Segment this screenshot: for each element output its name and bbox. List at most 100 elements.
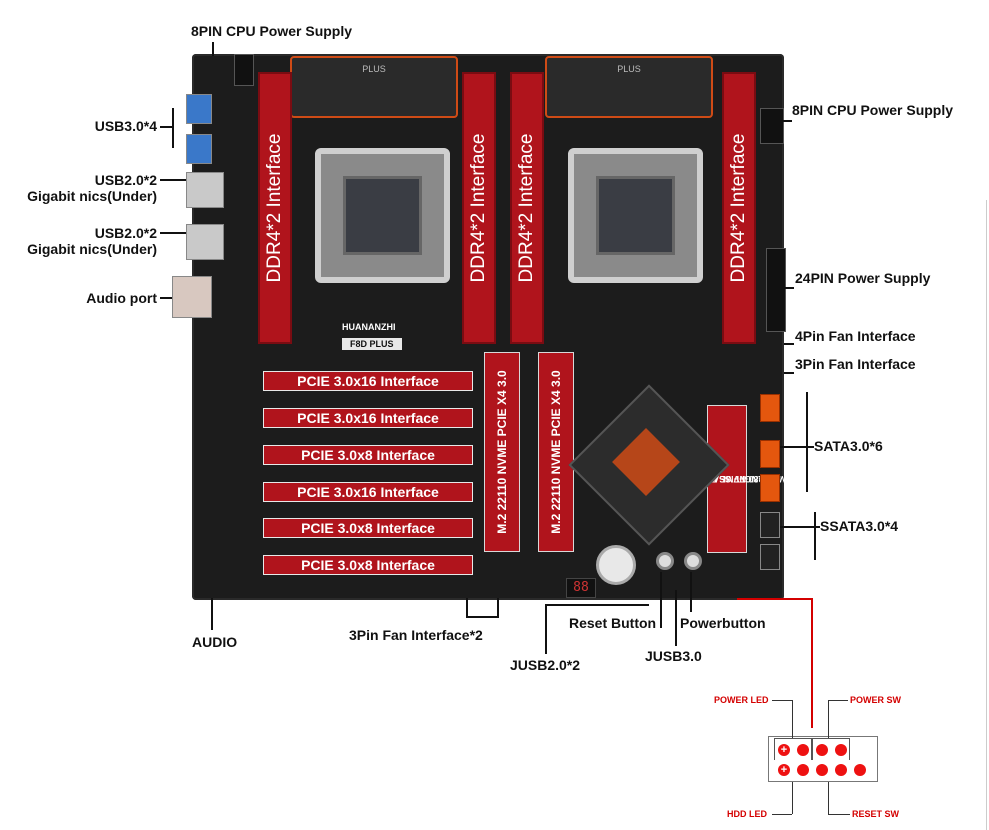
usb20-lan-port-1 xyxy=(186,172,224,208)
right-edge-divider xyxy=(986,200,987,830)
m2-slot-b: M.2 22110 NVME PCIE X4 3.0 xyxy=(538,352,574,552)
leader-sata-bracket xyxy=(806,392,808,492)
label-usb20-a: USB2.0*2 xyxy=(94,172,157,188)
leader-ssata xyxy=(780,526,820,528)
label-3pin-fan: 3Pin Fan Interface xyxy=(795,356,916,372)
label-24pin-power: 24PIN Power Supply xyxy=(795,270,931,286)
leader-3pin-bottom-c xyxy=(466,616,499,618)
label-cpu-power-right: 8PIN CPU Power Supply xyxy=(792,102,954,118)
brand-logo: HUANANZHI xyxy=(342,322,396,332)
label-audio-port: Audio port xyxy=(86,290,157,306)
leader-reset-sw-v xyxy=(828,782,829,814)
pcie-slot-5: PCIE 3.0x8 Interface xyxy=(263,518,473,538)
leader-jusb20-v xyxy=(545,604,547,654)
leader-power-led-h xyxy=(772,700,792,701)
sata-port-2 xyxy=(760,440,780,468)
vrm-heatsink-right: PLUS xyxy=(545,56,713,118)
leader-audio xyxy=(211,598,213,630)
leader-3pin-bottom-b xyxy=(497,598,499,618)
leader-reset-sw-h xyxy=(828,814,850,815)
cpu-power-connector-right xyxy=(760,108,784,144)
leader-hdd-led-h xyxy=(772,814,792,815)
label-3pin-fan-bottom: 3Pin Fan Interface*2 xyxy=(349,627,483,643)
label-4pin-fan: 4Pin Fan Interface xyxy=(795,328,916,344)
leader-3pin-bottom-a xyxy=(466,598,468,618)
usb20-lan-port-2 xyxy=(186,224,224,260)
label-jusb20: JUSB2.0*2 xyxy=(510,657,581,673)
leader-jusb30 xyxy=(675,590,677,646)
leader-jusb20-h xyxy=(545,604,649,606)
power-sw-bracket xyxy=(812,738,850,760)
reset-sw-pin-1 xyxy=(816,764,828,776)
sata-port-1 xyxy=(760,394,780,422)
leader-reset-button xyxy=(660,572,662,628)
power-sw-pin-1 xyxy=(816,744,828,756)
leader-front-panel-h xyxy=(737,598,813,600)
label-nics-a: Gigabit nics(Under) xyxy=(27,188,157,204)
front-panel-header xyxy=(768,736,878,782)
ssata-port-2 xyxy=(760,544,780,570)
atx-24pin-connector xyxy=(766,248,786,332)
label-ssata: SSATA3.0*4 xyxy=(820,518,899,534)
leader-power-led-v xyxy=(792,700,793,738)
leader-audio-port xyxy=(160,297,172,299)
onboard-power-button xyxy=(684,552,702,570)
label-cpu-power-top: 8PIN CPU Power Supply xyxy=(191,23,353,39)
model-label: F8D PLUS xyxy=(342,338,402,350)
leader-front-panel-v xyxy=(811,598,813,728)
vrm-heatsink-left: PLUS xyxy=(290,56,458,118)
power-led-bracket xyxy=(774,738,812,760)
header-extra-pin xyxy=(854,764,866,776)
label-hdd-led: HDD LED xyxy=(727,809,767,819)
label-power-led: POWER LED xyxy=(714,695,769,705)
label-usb30: USB3.0*4 xyxy=(94,118,157,134)
usb30-port-stack-1 xyxy=(186,94,212,124)
label-sata: SATA3.0*6 xyxy=(814,438,883,454)
leader-usb20-b xyxy=(160,232,186,234)
reset-sw-pin-2 xyxy=(835,764,847,776)
power-sw-pin-2 xyxy=(835,744,847,756)
leader-cpu-power-right xyxy=(782,120,792,122)
pcie-slot-2: PCIE 3.0x16 Interface xyxy=(263,408,473,428)
leader-cpu-power-top xyxy=(212,42,214,56)
ddr-slot-3: DDR4*2 Interface xyxy=(510,72,544,344)
leader-power-sw-h xyxy=(828,700,848,701)
label-jusb30: JUSB3.0 xyxy=(645,648,702,664)
leader-usb30-bracket xyxy=(172,108,174,148)
pcie-slot-6: PCIE 3.0x8 Interface xyxy=(263,555,473,575)
cmos-battery xyxy=(596,545,636,585)
label-nics-b: Gigabit nics(Under) xyxy=(27,241,157,257)
leader-sata xyxy=(780,446,814,448)
leader-usb20-a xyxy=(160,179,186,181)
leader-24pin xyxy=(784,287,794,289)
hdd-led-plus-pin: + xyxy=(778,764,790,776)
cpu-power-connector-top xyxy=(234,54,254,86)
pcie-slot-4: PCIE 3.0x16 Interface xyxy=(263,482,473,502)
leader-3pin-fan xyxy=(784,372,794,374)
label-audio: AUDIO xyxy=(192,634,238,650)
leader-hdd-led-v xyxy=(792,782,793,814)
ssata-port-1 xyxy=(760,512,780,538)
label-power-button: Powerbutton xyxy=(680,615,766,631)
power-led-pin xyxy=(797,744,809,756)
label-usb20-b: USB2.0*2 xyxy=(94,225,157,241)
onboard-reset-button xyxy=(656,552,674,570)
leader-power-sw-v xyxy=(828,700,829,738)
label-power-sw: POWER SW xyxy=(850,695,901,705)
hdd-led-pin xyxy=(797,764,809,776)
pcie-slot-3: PCIE 3.0x8 Interface xyxy=(263,445,473,465)
power-led-plus-pin: + xyxy=(778,744,790,756)
cpu-socket-right xyxy=(568,148,703,283)
ddr-slot-1: DDR4*2 Interface xyxy=(258,72,292,344)
ddr-slot-4: DDR4*2 Interface xyxy=(722,72,756,344)
debug-display: 88 xyxy=(566,578,596,598)
usb30-port-stack-2 xyxy=(186,134,212,164)
sata-port-3 xyxy=(760,474,780,502)
label-reset-button: Reset Button xyxy=(569,615,657,631)
leader-4pin-fan xyxy=(784,343,794,345)
leader-usb30 xyxy=(160,126,172,128)
m2-slot-a: M.2 22110 NVME PCIE X4 3.0 xyxy=(484,352,520,552)
pcie-slot-1: PCIE 3.0x16 Interface xyxy=(263,371,473,391)
leader-power-button xyxy=(690,572,692,612)
leader-ssata-bracket xyxy=(814,512,816,560)
